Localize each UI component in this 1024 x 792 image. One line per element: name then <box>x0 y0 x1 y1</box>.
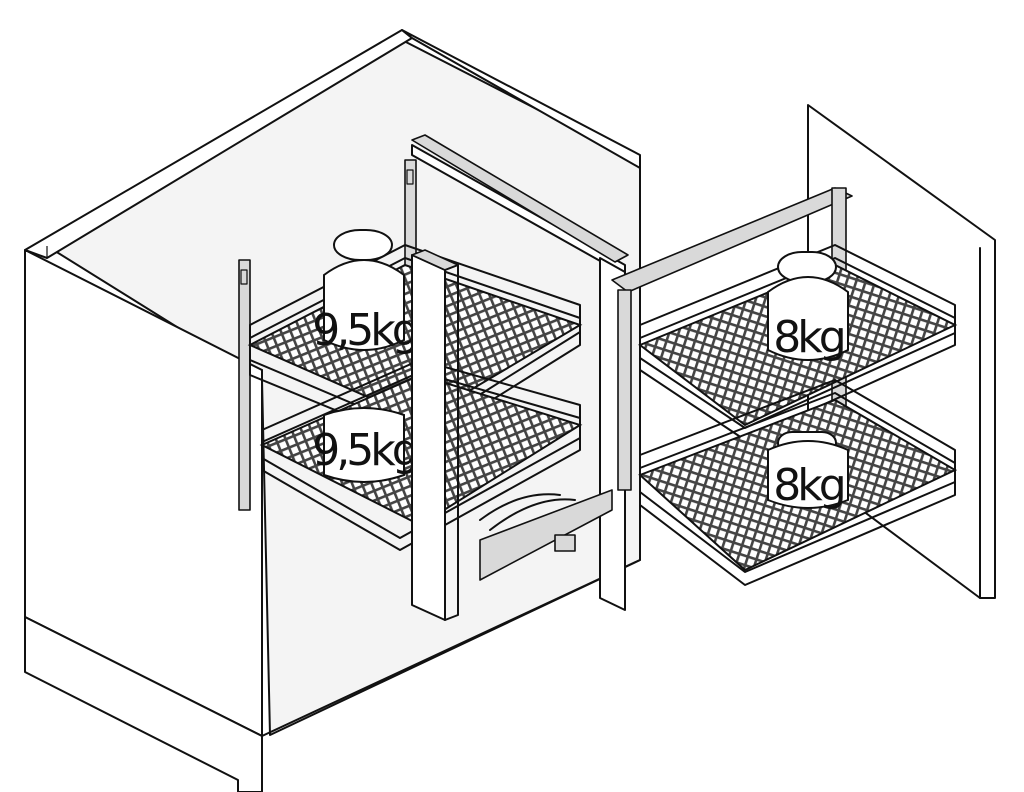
front-center-post <box>411 254 446 621</box>
right-basket-assembly: 8kg 8kg <box>611 187 958 586</box>
left-upper-weight-label: 9,5kg <box>312 305 415 356</box>
cabinet-top-edge-right <box>401 29 641 169</box>
left-lower-weight-jar: 9,5kg <box>312 407 420 483</box>
center-pivot-frame <box>411 134 629 621</box>
right-front-post <box>617 289 632 491</box>
left-rear-post <box>238 259 251 511</box>
right-upper-weight-jar: 8kg <box>767 251 849 363</box>
right-top-rail <box>611 187 853 293</box>
right-upper-weight-label: 8kg <box>773 312 842 363</box>
right-lower-weight-label: 8kg <box>773 460 842 511</box>
cabinet-floor-edge <box>261 559 641 737</box>
right-lower-weight-jar: 8kg <box>767 431 849 511</box>
swing-arm-bracket <box>479 489 613 581</box>
left-upper-weight-jar: 9,5kg <box>312 229 420 356</box>
left-lower-weight-label: 9,5kg <box>312 425 415 476</box>
